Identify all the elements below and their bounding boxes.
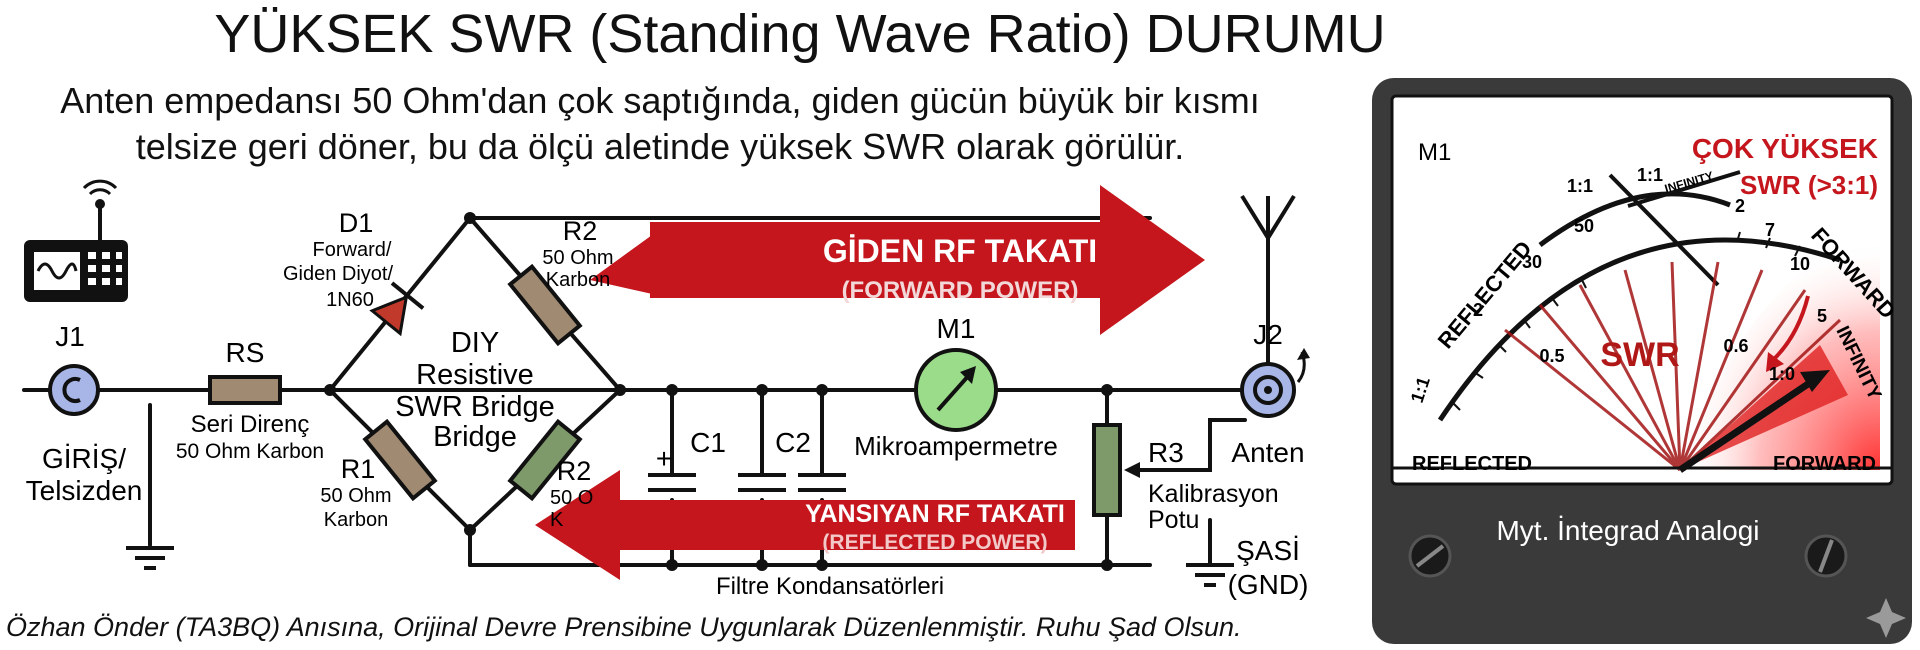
- meter-scale-1-1-top: 1:1: [1637, 165, 1663, 185]
- j2-antenna-connector: J2 Anten: [1231, 319, 1310, 468]
- reflected-power-sublabel: (REFLECTED POWER): [822, 531, 1047, 554]
- meter-scale-50: 50: [1574, 216, 1594, 236]
- reflected-power-arrow: YANSIYAN RF TAKATI (REFLECTED POWER): [535, 470, 1075, 580]
- meter-scale-10: 10: [1790, 254, 1810, 274]
- j2-ref: J2: [1253, 319, 1283, 350]
- rs-desc-2: 50 Ohm Karbon: [176, 440, 324, 463]
- ground-right: [1186, 563, 1234, 587]
- meter-inner-0-5: 0.5: [1539, 346, 1564, 366]
- d1-desc-1: Forward/: [313, 239, 392, 261]
- meter-scale-2: 2: [1473, 300, 1483, 320]
- m1-ref: M1: [937, 313, 976, 344]
- ground-label-1: ŞASİ: [1236, 535, 1300, 566]
- r3-desc-1: Kalibrasyon: [1148, 480, 1279, 508]
- r1-resistor: R1 50 Ohm Karbon: [320, 418, 438, 531]
- rs-desc-1: Seri Direnç: [191, 411, 310, 438]
- r2-bottom-desc-2: K: [550, 509, 564, 531]
- m1-desc: Mikroampermetre: [854, 431, 1058, 461]
- r2-bottom-resistor: R2 50 O K: [507, 418, 593, 531]
- d1-forward-diode: D1 Forward/ Giden Diyot/ 1N60: [283, 208, 425, 337]
- meter-ref: M1: [1418, 139, 1451, 166]
- meter-scale-30: 30: [1522, 252, 1542, 272]
- swr-meter-panel: [1372, 78, 1912, 644]
- c1-capacitor: [648, 473, 696, 492]
- rs-ref: RS: [226, 337, 265, 368]
- meter-bottom-reflected: REFLECTED: [1412, 453, 1532, 475]
- junction-dots: [324, 212, 1113, 571]
- d1-desc-3: 1N60: [326, 289, 374, 311]
- ground-label-2: (GND): [1228, 569, 1309, 600]
- transceiver-icon: [24, 179, 128, 302]
- j1-label-2: Telsizden: [26, 475, 143, 506]
- r2-top-ref: R2: [563, 216, 598, 246]
- meter-brand: Myt. İntegrad Analogi: [1496, 515, 1759, 546]
- rs-series-resistor: RS Seri Direnç 50 Ohm Karbon: [176, 337, 324, 463]
- r3-calibration-pot: R3 Kalibrasyon Potu: [1092, 423, 1279, 534]
- r3-ref: R3: [1148, 437, 1184, 468]
- meter-inner-0-6: 0.6: [1723, 336, 1748, 356]
- dedication-footer: Özhan Önder (TA3BQ) Anısına, Orijinal De…: [6, 612, 1242, 642]
- antenna-icon: [1240, 194, 1296, 290]
- meter-swr-label: SWR: [1600, 336, 1679, 374]
- r3-desc-2: Potu: [1148, 506, 1199, 534]
- c2-ref: C2: [775, 427, 811, 458]
- reflected-power-label: YANSIYAN RF TAKATI: [805, 500, 1065, 528]
- d1-desc-2: Giden Diyot/: [283, 263, 393, 285]
- m1-microammeter: M1 Mikroampermetre: [854, 313, 1058, 461]
- meter-inner-1-0: 1:0: [1769, 364, 1795, 384]
- r2-top-desc-2: Karbon: [546, 269, 611, 291]
- meter-scale-5: 5: [1817, 306, 1827, 326]
- r2-bottom-ref: R2: [557, 456, 592, 486]
- c2-capacitor: [738, 473, 846, 492]
- c1-polarity: +: [656, 443, 672, 474]
- j1-input-connector: J1 GİRİŞ/ Telsizden: [26, 321, 143, 506]
- c1-ref: C1: [690, 427, 726, 458]
- subtitle-line-1: Anten empedansı 50 Ohm'dan çok saptığınd…: [60, 80, 1260, 121]
- j1-ref: J1: [55, 321, 85, 352]
- d1-ref: D1: [339, 208, 374, 238]
- meter-bottom-forward: FORWARD: [1773, 453, 1876, 475]
- r1-desc-1: 50 Ohm: [320, 485, 391, 507]
- r1-ref: R1: [341, 454, 376, 484]
- meter-scale-1-1-left: 1:1: [1567, 176, 1593, 196]
- bridge-label-1: DIY: [451, 327, 499, 359]
- page-title: YÜKSEK SWR (Standing Wave Ratio) DURUMU: [214, 4, 1386, 64]
- ground-left: [126, 546, 174, 570]
- r2-top-resistor: R2 50 Ohm Karbon: [507, 216, 614, 347]
- meter-warning-2: SWR (>3:1): [1740, 170, 1878, 200]
- meter-warning-1: ÇOK YÜKSEK: [1692, 133, 1878, 164]
- bridge-label-4: Bridge: [433, 421, 517, 453]
- r2-top-desc-1: 50 Ohm: [542, 247, 613, 269]
- bridge-label: DIY Resistive SWR Bridge Bridge: [395, 327, 555, 453]
- forward-power-sublabel: (FORWARD POWER): [842, 277, 1079, 304]
- j1-label-1: GİRİŞ/: [42, 443, 126, 474]
- j2-label: Anten: [1231, 437, 1304, 468]
- r1-desc-2: Karbon: [324, 509, 389, 531]
- meter-scale-7: 7: [1765, 220, 1775, 240]
- bridge-label-2: Resistive: [416, 359, 534, 391]
- subtitle-line-2: telsize geri döner, bu da ölçü aletinde …: [135, 126, 1185, 167]
- forward-power-arrow: GİDEN RF TAKATI (FORWARD POWER): [590, 185, 1205, 335]
- bridge-label-3: SWR Bridge: [395, 391, 555, 423]
- filter-capacitors-label: Filtre Kondansatörleri: [716, 573, 944, 600]
- forward-power-label: GİDEN RF TAKATI: [823, 233, 1097, 269]
- r2-bottom-desc-1: 50 O: [550, 487, 593, 509]
- meter-scale-2b: 2: [1735, 196, 1745, 216]
